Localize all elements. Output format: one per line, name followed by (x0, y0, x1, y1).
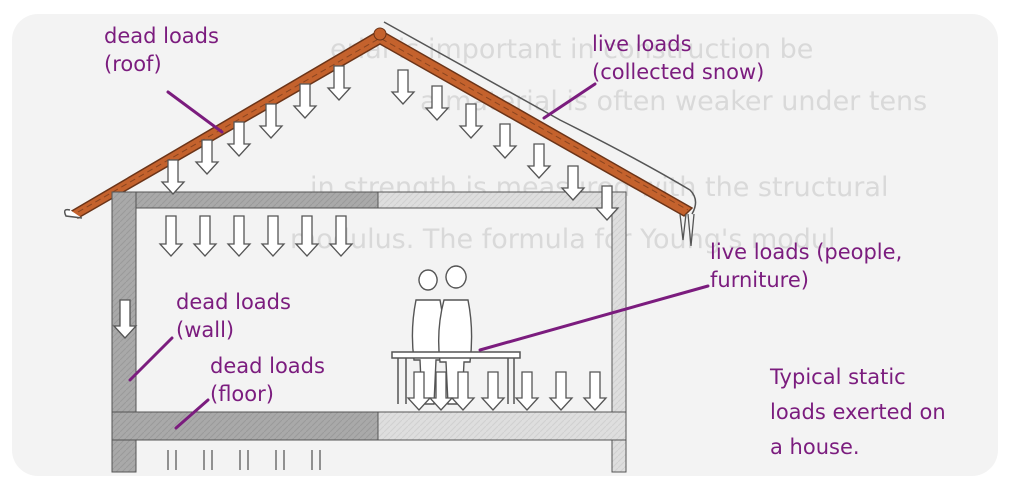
table (391, 351, 521, 404)
roof-snow-load-arrows (390, 69, 620, 221)
label-line: (collected snow) (592, 60, 765, 84)
caption-line: Typical static (770, 365, 906, 389)
leader-lines (128, 82, 710, 430)
label-line: (roof) (104, 52, 162, 76)
label-dead-loads-wall: dead loads (wall) (176, 288, 291, 344)
label-line: furniture) (710, 268, 809, 292)
ceiling-load-arrows (158, 215, 354, 257)
left-eave (63, 208, 83, 219)
label-dead-loads-floor: dead loads (floor) (210, 352, 325, 408)
roof-dead-load-arrows (160, 65, 352, 195)
lower-storey-arrows (167, 450, 321, 470)
snow-layer (383, 21, 697, 215)
leader-live-snow (542, 82, 597, 120)
floor-slab-dark (111, 411, 379, 441)
right-wall (611, 191, 627, 473)
label-live-loads-snow: live loads (collected snow) (592, 30, 764, 86)
floor-load-arrows (406, 371, 608, 411)
label-line: dead loads (104, 24, 219, 48)
leader-dead-floor (174, 398, 210, 430)
caption-line: a house. (770, 435, 860, 459)
label-line: live loads (592, 32, 692, 56)
label-line: (floor) (210, 382, 274, 406)
leader-dead-roof (166, 90, 224, 134)
ceiling-slab-dark (111, 191, 379, 209)
roof-ridge (373, 27, 387, 41)
background-text-line: modulus. The formula for Young's modul (290, 224, 836, 255)
floor-slab-light (377, 411, 627, 441)
figure-caption: Typical static loads exerted on a house. (770, 360, 946, 465)
label-line: dead loads (210, 354, 325, 378)
wall-load-arrow (112, 299, 138, 339)
icicles (679, 213, 695, 247)
label-live-loads-people: live loads (people, furniture) (710, 238, 902, 294)
leader-dead-wall (128, 336, 174, 382)
leader-live-people (478, 284, 710, 352)
label-dead-loads-roof: dead loads (roof) (104, 22, 219, 78)
label-line: live loads (people, (710, 240, 903, 264)
label-line: dead loads (176, 290, 291, 314)
label-line: (wall) (176, 318, 235, 342)
caption-line: loads exerted on (770, 400, 946, 424)
roof (63, 21, 697, 247)
paper-background (12, 14, 998, 476)
